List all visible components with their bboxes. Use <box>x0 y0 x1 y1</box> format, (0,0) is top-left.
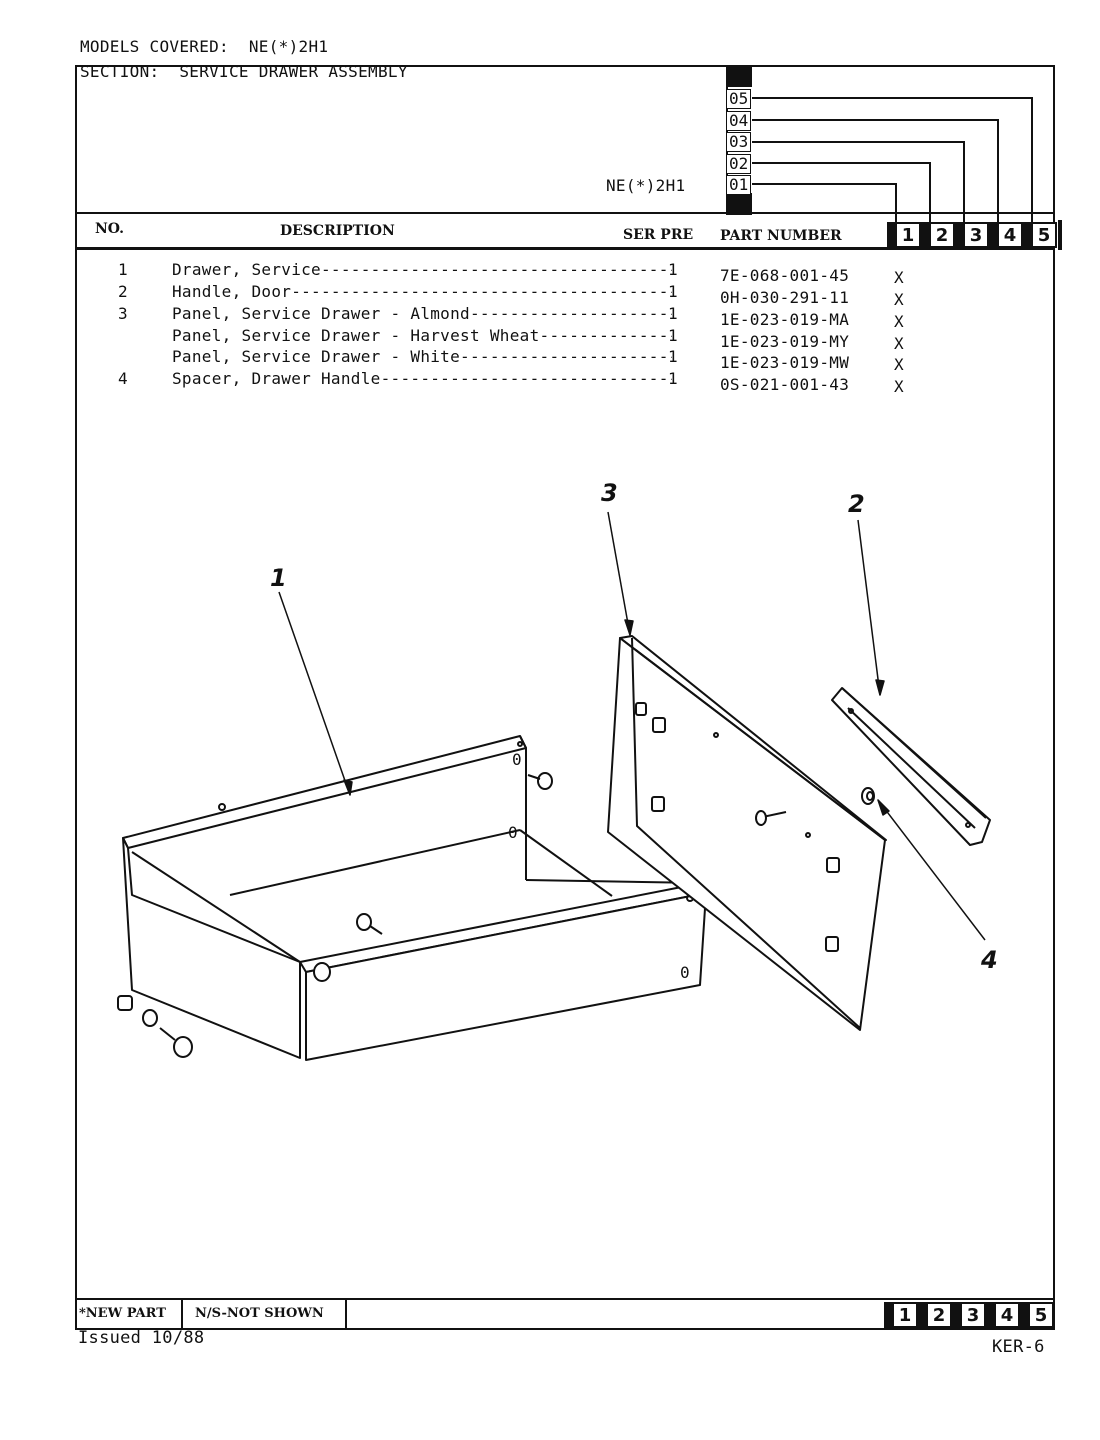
model-code-box: 05 <box>726 89 752 109</box>
column-header-divider <box>77 247 1053 250</box>
header-column-3: 3 <box>955 222 989 248</box>
col-description: DESCRIPTION <box>280 223 395 239</box>
row-part-number: 1E-023-019-MW <box>720 353 850 372</box>
spacer-part <box>861 787 875 805</box>
footer-column-4: 4 <box>986 1302 1020 1328</box>
footer-column-1: 1 <box>884 1302 918 1328</box>
callout-2: 2 <box>848 490 865 518</box>
header-column-5: 5 <box>1023 222 1057 248</box>
row-number: 3 <box>118 304 128 323</box>
panel-part <box>607 635 887 1031</box>
header-column-2: 2 <box>921 222 955 248</box>
row-applicability-mark: X <box>894 312 904 331</box>
row-description: Drawer, Service-------------------------… <box>172 260 672 279</box>
leader-lines <box>278 511 986 941</box>
not-shown-cell: N/S-NOT SHOWN <box>183 1298 347 1328</box>
footer-divider <box>77 1298 1053 1300</box>
footer-column-5: 5 <box>1020 1302 1054 1328</box>
models-covered: MODELS COVERED: NE(*)2H1 <box>80 37 329 56</box>
model-code-box: 01 <box>726 175 752 195</box>
hardware <box>117 772 787 1058</box>
code-stack-bottom <box>726 193 752 215</box>
new-part-cell: *NEW PART <box>75 1298 183 1328</box>
row-number: 2 <box>118 282 128 301</box>
row-description: Panel, Service Drawer - Almond----------… <box>172 304 672 323</box>
row-description: Spacer, Drawer Handle-------------------… <box>172 369 672 388</box>
svg-text:0: 0 <box>512 750 522 769</box>
row-part-number: 1E-023-019-MA <box>720 310 850 329</box>
row-applicability-mark: X <box>894 334 904 353</box>
not-shown-label: N/S-NOT SHOWN <box>195 1305 324 1321</box>
model-code-box: 03 <box>726 132 752 152</box>
callout-1: 1 <box>270 564 287 592</box>
header-column-1: 1 <box>887 222 921 248</box>
col-no: NO. <box>95 221 125 237</box>
row-number: 4 <box>118 369 128 388</box>
footer-column-2: 2 <box>918 1302 952 1328</box>
row-applicability-mark: X <box>894 355 904 374</box>
row-applicability-mark: X <box>894 377 904 396</box>
row-part-number: 1E-023-019-MY <box>720 332 850 351</box>
code-connectors <box>752 97 1033 222</box>
row-description: Handle, Door----------------------------… <box>172 282 672 301</box>
row-quantity: 1 <box>668 326 678 345</box>
header-column-4: 4 <box>989 222 1023 248</box>
svg-text:0: 0 <box>508 823 518 842</box>
svg-text:0: 0 <box>680 963 690 982</box>
header-divider <box>77 212 1053 214</box>
row-description: Panel, Service Drawer - White-----------… <box>172 347 672 366</box>
handle-part <box>831 687 991 846</box>
row-description: Panel, Service Drawer - Harvest Wheat---… <box>172 326 672 345</box>
row-quantity: 1 <box>668 347 678 366</box>
row-quantity: 1 <box>668 369 678 388</box>
new-part-label: *NEW PART <box>79 1305 166 1321</box>
issued-date: Issued 10/88 <box>78 1328 205 1348</box>
row-part-number: 0H-030-291-11 <box>720 288 850 307</box>
code-stack-top <box>726 65 752 87</box>
row-applicability-mark: X <box>894 290 904 309</box>
callout-4: 4 <box>981 946 998 974</box>
row-quantity: 1 <box>668 304 678 323</box>
model-label: NE(*)2H1 <box>606 176 686 195</box>
row-part-number: 7E-068-001-45 <box>720 266 850 285</box>
callout-3: 3 <box>601 479 618 507</box>
row-quantity: 1 <box>668 282 678 301</box>
row-part-number: 0S-021-001-43 <box>720 375 850 394</box>
col-part-number: PART NUMBER <box>720 228 842 244</box>
row-number: 1 <box>118 260 128 279</box>
row-applicability-mark: X <box>894 268 904 287</box>
footer-column-3: 3 <box>952 1302 986 1328</box>
model-code-box: 02 <box>726 153 752 174</box>
model-code-box: 04 <box>726 110 752 131</box>
exploded-diagram: 0 0 0 <box>117 511 991 1061</box>
page-frame <box>75 65 1055 1330</box>
col-ser-pre: SER PRE <box>623 227 694 243</box>
page-code: KER-6 <box>992 1337 1045 1357</box>
frame-edge <box>1058 220 1062 250</box>
row-quantity: 1 <box>668 260 678 279</box>
